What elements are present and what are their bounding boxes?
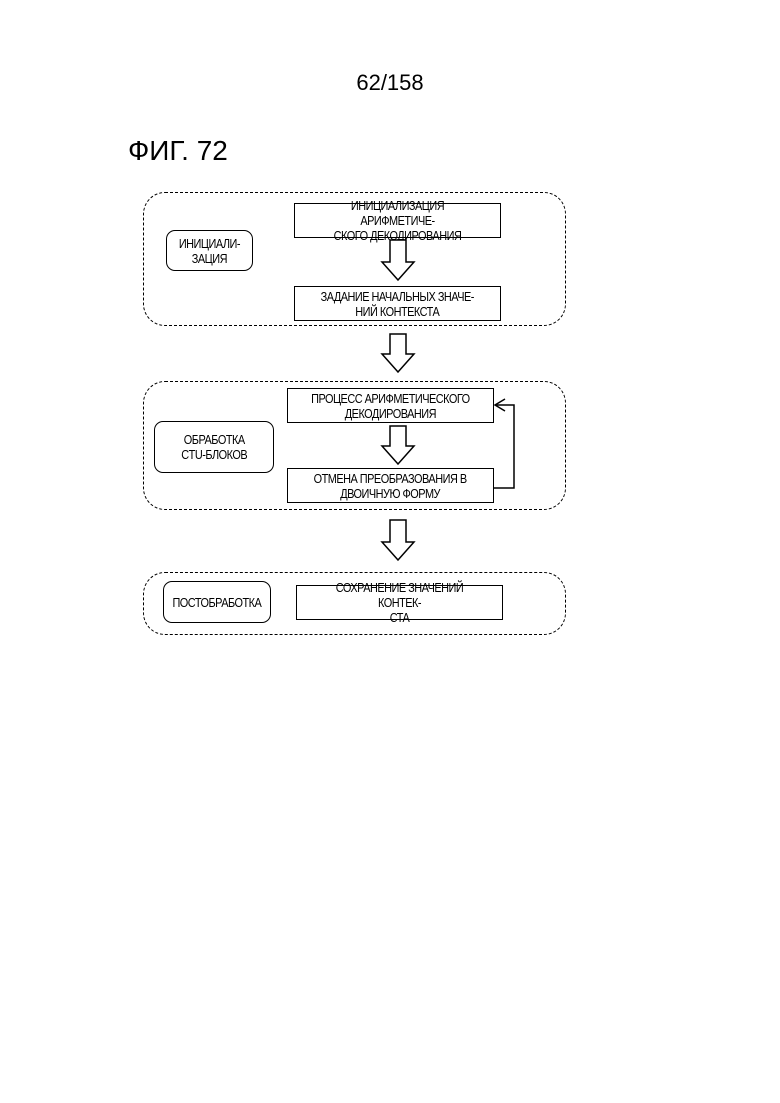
set-context-values-text: ЗАДАНИЕ НАЧАЛЬНЫХ ЗНАЧЕ- НИЙ КОНТЕКСТА [321,289,474,319]
arith-decoding-process-text: ПРОЦЕСС АРИФМЕТИЧЕСКОГО ДЕКОДИРОВАНИЯ [311,391,470,421]
init-label: ИНИЦИАЛИ- ЗАЦИЯ [166,230,253,271]
set-context-values-box: ЗАДАНИЕ НАЧАЛЬНЫХ ЗНАЧЕ- НИЙ КОНТЕКСТА [294,286,501,321]
figure-title: ФИГ. 72 [128,135,228,167]
arith-decoding-process-box: ПРОЦЕСС АРИФМЕТИЧЕСКОГО ДЕКОДИРОВАНИЯ [287,388,494,423]
save-context-values-box: СОХРАНЕНИЕ ЗНАЧЕНИЙ КОНТЕК- СТА [296,585,503,620]
debinarization-text: ОТМЕНА ПРЕОБРАЗОВАНИЯ В ДВОИЧНУЮ ФОРМУ [314,471,467,501]
save-context-values-text: СОХРАНЕНИЕ ЗНАЧЕНИЙ КОНТЕК- СТА [315,580,484,625]
init-arith-decoding-text: ИНИЦИАЛИЗАЦИЯ АРИФМЕТИЧЕ- СКОГО ДЕКОДИРО… [313,198,482,243]
ctu-label-text: ОБРАБОТКА CTU-БЛОКОВ [181,432,247,462]
post-label-text: ПОСТОБРАБОТКА [173,595,262,610]
debinarization-box: ОТМЕНА ПРЕОБРАЗОВАНИЯ В ДВОИЧНУЮ ФОРМУ [287,468,494,503]
ctu-label: ОБРАБОТКА CTU-БЛОКОВ [154,421,274,473]
page-number: 62/158 [0,70,780,96]
arrow-init-to-ctu [382,334,414,372]
post-label: ПОСТОБРАБОТКА [163,581,271,623]
arrow-ctu-to-post [382,520,414,560]
init-label-text: ИНИЦИАЛИ- ЗАЦИЯ [179,236,240,266]
init-arith-decoding-box: ИНИЦИАЛИЗАЦИЯ АРИФМЕТИЧЕ- СКОГО ДЕКОДИРО… [294,203,501,238]
